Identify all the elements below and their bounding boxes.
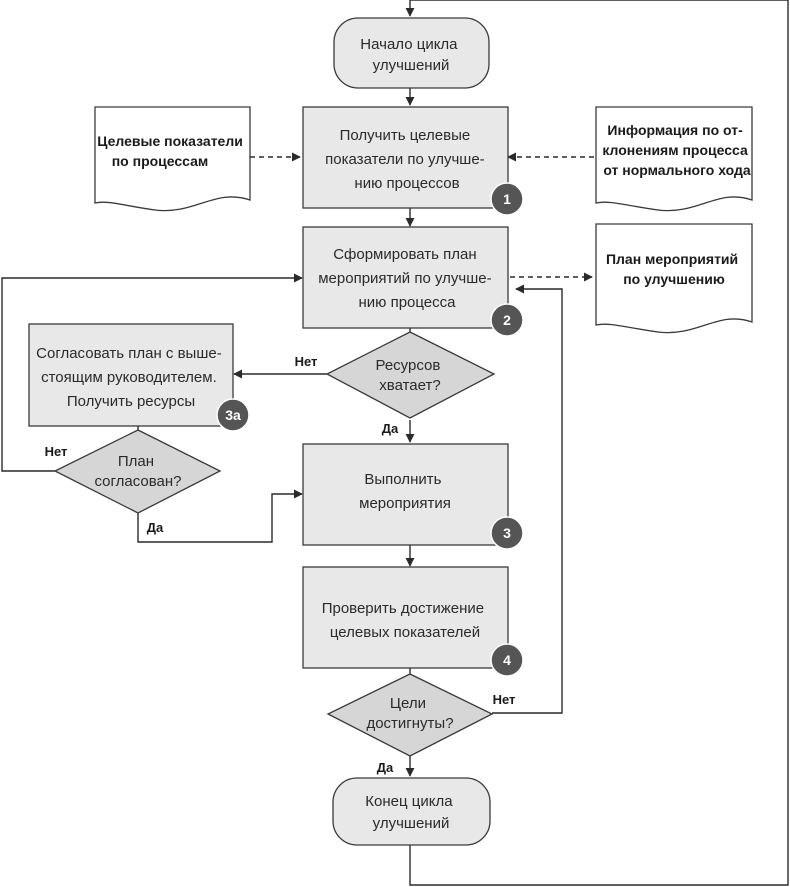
step3a-shape (28, 323, 234, 427)
doc-targets-line-2: по процессам (112, 153, 209, 169)
doc-deviation-line-2: клонениям процесса (602, 142, 748, 158)
end-line-2: улучшений (373, 815, 450, 832)
agreed-yes-label: Да (147, 520, 164, 535)
step4-badge-text: 4 (503, 652, 511, 668)
goals-no-arrow (492, 284, 563, 714)
doc-deviation: Информация по от- клонениям процесса от … (595, 106, 753, 212)
doc-deviation-label: Информация по от- клонениям процесса от … (602, 122, 751, 178)
resources-no-label: Нет (295, 354, 318, 369)
step3-badge: 3 (490, 516, 524, 550)
step3a-line-2: стоящим руководителем. (41, 369, 217, 386)
doc-targets-line-1: Целевые показатели (97, 133, 243, 149)
step3-shape (302, 443, 509, 546)
end-terminator: Конец цикла улучшений (332, 777, 491, 846)
start-label: Начало цикла улучшений (360, 36, 461, 74)
doc-plan-line-2: по улучшению (623, 271, 725, 287)
step3-badge-text: 3 (503, 525, 511, 541)
step3a-badge-text: 3а (225, 407, 241, 423)
step3-line-1: Выполнить (364, 471, 441, 488)
decision-resources: Ресурсов хватает? (325, 331, 496, 419)
loop-end-to-start-arrow (405, 0, 789, 886)
step2-badge-text: 2 (503, 312, 511, 328)
agreed-no-arrow (1, 273, 303, 472)
decision-agreed-line-2: согласован? (94, 473, 181, 490)
step4-line-2: целевых показателей (330, 624, 480, 641)
step2-shape (302, 226, 509, 329)
doc-targets-shape (94, 106, 251, 212)
step3a-badge: 3а (216, 398, 250, 432)
decision-agreed-label: План согласован? (94, 453, 181, 490)
doc-plan-label: План мероприятий по улучшению (606, 251, 742, 287)
step2-line-2: мероприятий по улучше- (318, 270, 491, 287)
start-terminator: Начало цикла улучшений (333, 17, 490, 89)
step2-line-1: Сформировать план (333, 246, 476, 263)
doc-targets: Целевые показатели по процессам (94, 106, 251, 212)
step1-label: Получить целевые показатели по улучше- н… (325, 127, 489, 192)
step1-badge-text: 1 (503, 191, 511, 207)
step1-badge: 1 (490, 182, 524, 216)
decision-resources-shape (325, 331, 496, 419)
step3a-box: Согласовать план с выше- стоящим руковод… (28, 323, 250, 432)
step3a-label: Согласовать план с выше- стоящим руковод… (36, 345, 226, 410)
doc-plan: План мероприятий по улучшению (595, 223, 753, 334)
step1-box: Получить целевые показатели по улучше- н… (302, 106, 524, 216)
doc-deviation-shape (595, 106, 753, 212)
doc-deviation-line-3: от нормального хода (603, 162, 751, 178)
doc-deviation-line-1: Информация по от- (607, 122, 743, 138)
step2-line-3: нию процесса (359, 294, 457, 311)
decision-goals: Цели достигнуты? (326, 673, 494, 757)
step4-label: Проверить достижение целевых показателей (322, 600, 489, 641)
doc-targets-label: Целевые показатели по процессам (97, 133, 246, 169)
step3-label: Выполнить мероприятия (359, 471, 451, 512)
step1-line-2: показатели по улучше- (325, 151, 485, 168)
agreed-yes-arrow (137, 489, 303, 543)
doc-plan-shape (595, 223, 753, 334)
step3-line-2: мероприятия (359, 495, 451, 512)
step2-badge: 2 (490, 303, 524, 337)
step1-shape (302, 106, 509, 209)
step2-label: Сформировать план мероприятий по улучше-… (318, 246, 496, 311)
step2-box: Сформировать план мероприятий по улучше-… (302, 226, 524, 337)
start-line-2: улучшений (373, 57, 450, 74)
step3a-line-1: Согласовать план с выше- (36, 345, 222, 362)
start-line-1: Начало цикла (360, 36, 458, 53)
step3a-line-3: Получить ресурсы (67, 393, 195, 410)
resources-yes-label: Да (382, 421, 399, 436)
decision-agreed-line-1: План (118, 453, 154, 470)
start-shape (333, 17, 490, 89)
end-label: Конец цикла улучшений (365, 793, 456, 832)
decision-agreed: План согласован? (53, 429, 222, 514)
decision-resources-line-1: Ресурсов (375, 357, 440, 374)
decision-goals-shape (326, 673, 494, 757)
decision-goals-label: Цели достигнуты? (366, 695, 453, 732)
decision-goals-line-2: достигнуты? (366, 715, 453, 732)
step4-box: Проверить достижение целевых показателей… (302, 566, 524, 677)
doc-plan-line-1: План мероприятий (606, 251, 738, 267)
decision-resources-label: Ресурсов хватает? (375, 357, 444, 394)
step4-badge: 4 (490, 643, 524, 677)
goals-no-label: Нет (493, 692, 516, 707)
step4-shape (302, 566, 509, 669)
decision-resources-line-2: хватает? (379, 377, 440, 394)
end-line-1: Конец цикла (365, 793, 453, 810)
goals-yes-label: Да (377, 760, 394, 775)
step1-line-3: нию процессов (354, 175, 459, 192)
decision-goals-line-1: Цели (390, 695, 426, 712)
step4-line-1: Проверить достижение (322, 600, 484, 617)
step1-line-1: Получить целевые (340, 127, 471, 144)
decision-agreed-shape (53, 429, 222, 514)
agreed-no-label: Нет (45, 444, 68, 459)
step3-box: Выполнить мероприятия 3 (302, 443, 524, 550)
end-shape (332, 777, 491, 846)
